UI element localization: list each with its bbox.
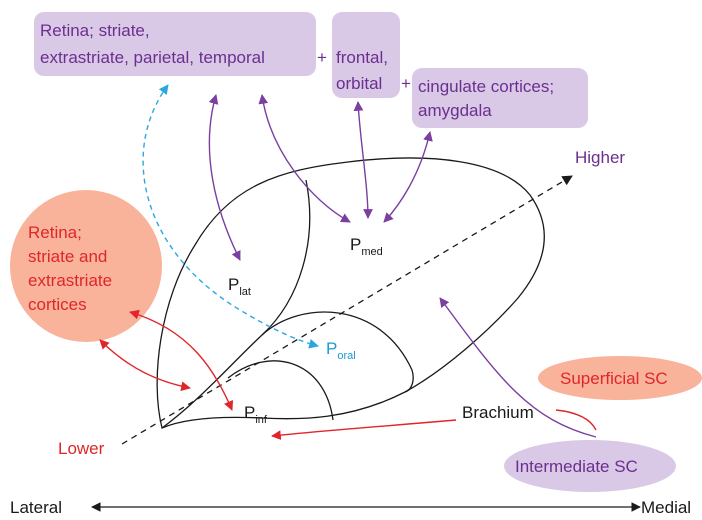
retina-pinf-arrow [129, 309, 234, 411]
intermediate-sc-ellipse [504, 440, 676, 492]
pmed-cortex-arrow-1 [258, 94, 351, 223]
poral-cortex-arrow [142, 84, 319, 349]
superficial-sc-line [555, 409, 597, 431]
box1-line2: extrastriate, parietal, temporal [40, 48, 265, 67]
pmed-label: Pmed [350, 235, 383, 258]
lower-label: Lower [58, 439, 105, 458]
box2-line1: frontal, [336, 48, 388, 67]
bubble-line1: Retina; [28, 223, 82, 242]
bubble-line3: extrastriate [28, 271, 112, 290]
pinf-label: Pinf [244, 403, 268, 426]
pmed-cortex-arrow-3 [383, 131, 433, 223]
retina-lateral-arrow [99, 339, 191, 392]
superficial-sc-label: Superficial SC [560, 369, 668, 388]
intermediate-sc-label: Intermediate SC [515, 457, 638, 476]
cortex-box-2 [332, 12, 400, 98]
lateral-label: Lateral [10, 498, 62, 517]
higher-label: Higher [575, 148, 625, 167]
cortex-box-3 [412, 68, 588, 128]
brachium-pinf-arrow [271, 419, 457, 440]
medial-label: Medial [641, 498, 691, 517]
bubble-line2: striate and [28, 247, 107, 266]
box1-line1: Retina; striate, [40, 21, 150, 40]
inferior-boundary [227, 360, 334, 421]
pmed-cortex-arrow-2 [353, 101, 373, 219]
cortex-box-1 [34, 12, 316, 76]
lateral-boundary [161, 179, 311, 429]
plat-cortex-arrow [208, 94, 241, 261]
box2-line2: orbital [336, 74, 382, 93]
plus-sign-1: + [317, 48, 327, 67]
poral-label: Poral [326, 339, 356, 362]
superficial-sc-ellipse [538, 356, 702, 400]
plus-sign-2: + [401, 74, 411, 93]
retina-striate-bubble [10, 190, 162, 342]
intermediate-sc-arrow [439, 297, 597, 438]
box3-line2: amygdala [418, 101, 492, 120]
bubble-line4: cortices [28, 295, 87, 314]
brachium-label: Brachium [462, 403, 534, 422]
box3-line1: cingulate cortices; [418, 77, 554, 96]
plat-label: Plat [228, 275, 251, 298]
